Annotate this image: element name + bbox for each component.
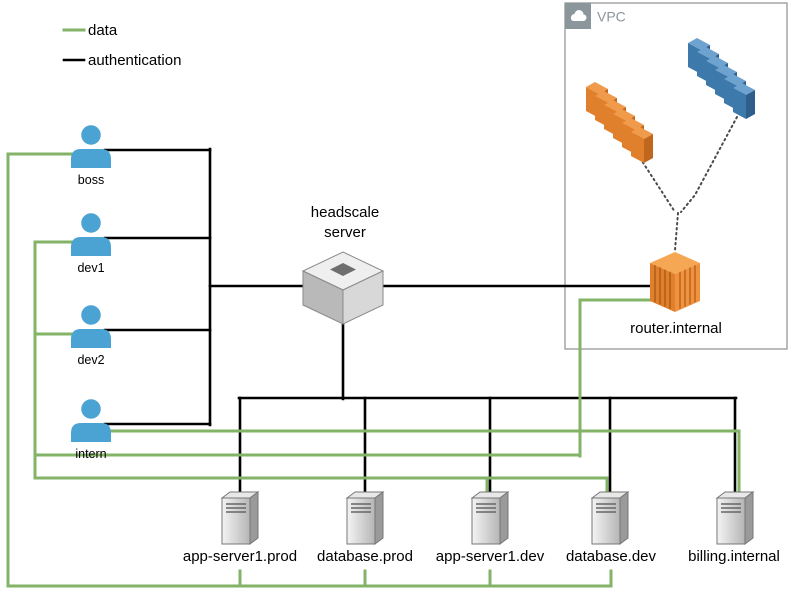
legend: data authentication [62, 22, 181, 69]
user-icon-boss [69, 122, 113, 170]
user-icon-dev1 [69, 210, 113, 258]
user-icon-dev2 [69, 302, 113, 350]
data-edge-intern-billing [98, 429, 741, 495]
server-label-database-dev: database.dev [566, 548, 657, 565]
server-label-billing-internal: billing.internal [688, 548, 780, 565]
dotted-router-stem [674, 212, 679, 251]
user-label-dev2: dev2 [77, 353, 104, 367]
legend-data-label: data [88, 22, 118, 39]
user-icon-intern [69, 396, 113, 444]
server-icon-billing-internal [716, 491, 754, 545]
server-icon-database-dev [591, 491, 629, 545]
dotted-blue-stack-link [680, 116, 738, 213]
vpc-label: VPC [597, 9, 626, 25]
headscale-label-line1: headscale [311, 204, 379, 221]
server-icon-app-server1-dev [471, 491, 509, 545]
vpc-dotted-links [639, 116, 738, 251]
server-label-database-prod: database.prod [317, 548, 413, 565]
user-label-boss: boss [78, 173, 104, 187]
server-icon-app-server1-prod [221, 491, 259, 545]
data-edge-to-router [578, 298, 652, 458]
server-label-app-server1-prod: app-server1.prod [183, 548, 297, 565]
authentication-edges [103, 147, 738, 495]
router-icon [650, 252, 700, 312]
user-label-dev1: dev1 [77, 261, 104, 275]
headscale-label-line2: server [324, 224, 366, 241]
dotted-orange-stack-link [639, 157, 676, 213]
router-label: router.internal [630, 320, 722, 337]
cloud-icon [571, 10, 587, 21]
server-icon-database-prod [346, 491, 384, 545]
data-edge-boss-bus [6, 152, 613, 588]
server-label-app-server1-dev: app-server1.dev [436, 548, 545, 565]
legend-auth-label: authentication [88, 52, 181, 69]
user-label-intern: intern [75, 447, 106, 461]
headscale-server-icon [301, 251, 385, 325]
data-edges [6, 152, 741, 588]
